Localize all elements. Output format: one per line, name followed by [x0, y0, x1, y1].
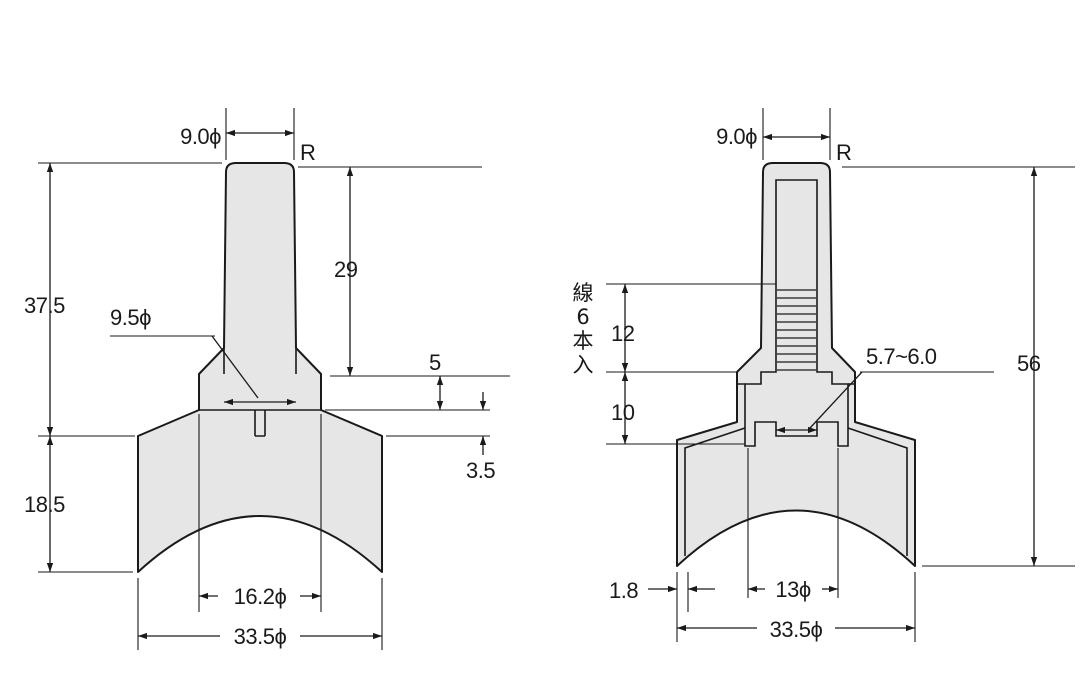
right-shell-inner [684, 427, 908, 556]
right-hole-range-label: 5.7~6.0 [866, 344, 937, 369]
right-wire-length-label: 12 [611, 321, 635, 346]
svg-text:6: 6 [576, 305, 589, 329]
right-outer-diameter-label: 33.5ϕ [770, 617, 823, 642]
right-top-diameter-label: 9.0ϕ [716, 124, 757, 149]
left-tip-height-label: 29 [334, 257, 358, 282]
left-neck-leader [211, 335, 259, 399]
right-lower-length-label: 10 [611, 400, 635, 425]
right-hole-leader [809, 371, 863, 429]
left-top-diameter-label: 9.0ϕ [180, 124, 221, 149]
left-outer-diameter-label: 33.5ϕ [234, 624, 287, 649]
left-neck-diameter-label: 9.5ϕ [110, 305, 151, 330]
right-inner-diameter-label: 13ϕ [775, 577, 810, 602]
left-total-height-label: 37.5 [24, 293, 65, 318]
right-part-view: 9.0ϕ R 線 6 本 入 12 10 5.7~6.0 56 1.8 13ϕ … [573, 108, 1075, 642]
svg-text:本: 本 [573, 329, 594, 353]
left-step5-label: 5 [429, 350, 441, 375]
right-total-height-label: 56 [1017, 351, 1041, 376]
left-part-view: 9.0ϕ R 37.5 29 9.5ϕ 5 3.5 18.5 16.2ϕ 33.… [24, 108, 510, 650]
left-slot [254, 410, 266, 437]
left-inner-diameter-label: 16.2ϕ [234, 584, 287, 609]
svg-text:線: 線 [573, 281, 594, 305]
svg-text:入: 入 [573, 353, 594, 377]
right-wire-hatch [777, 289, 816, 371]
right-radius-label: R [836, 140, 851, 165]
right-part-outline [676, 162, 916, 567]
right-inner-cavity [744, 179, 849, 447]
right-wall-label: 1.8 [609, 578, 638, 603]
left-part-outline [137, 162, 383, 573]
left-base-height-label: 18.5 [24, 492, 65, 517]
left-radius-label: R [300, 140, 315, 165]
right-wire-note: 線 6 本 入 [573, 281, 594, 377]
left-step35-label: 3.5 [466, 458, 495, 483]
